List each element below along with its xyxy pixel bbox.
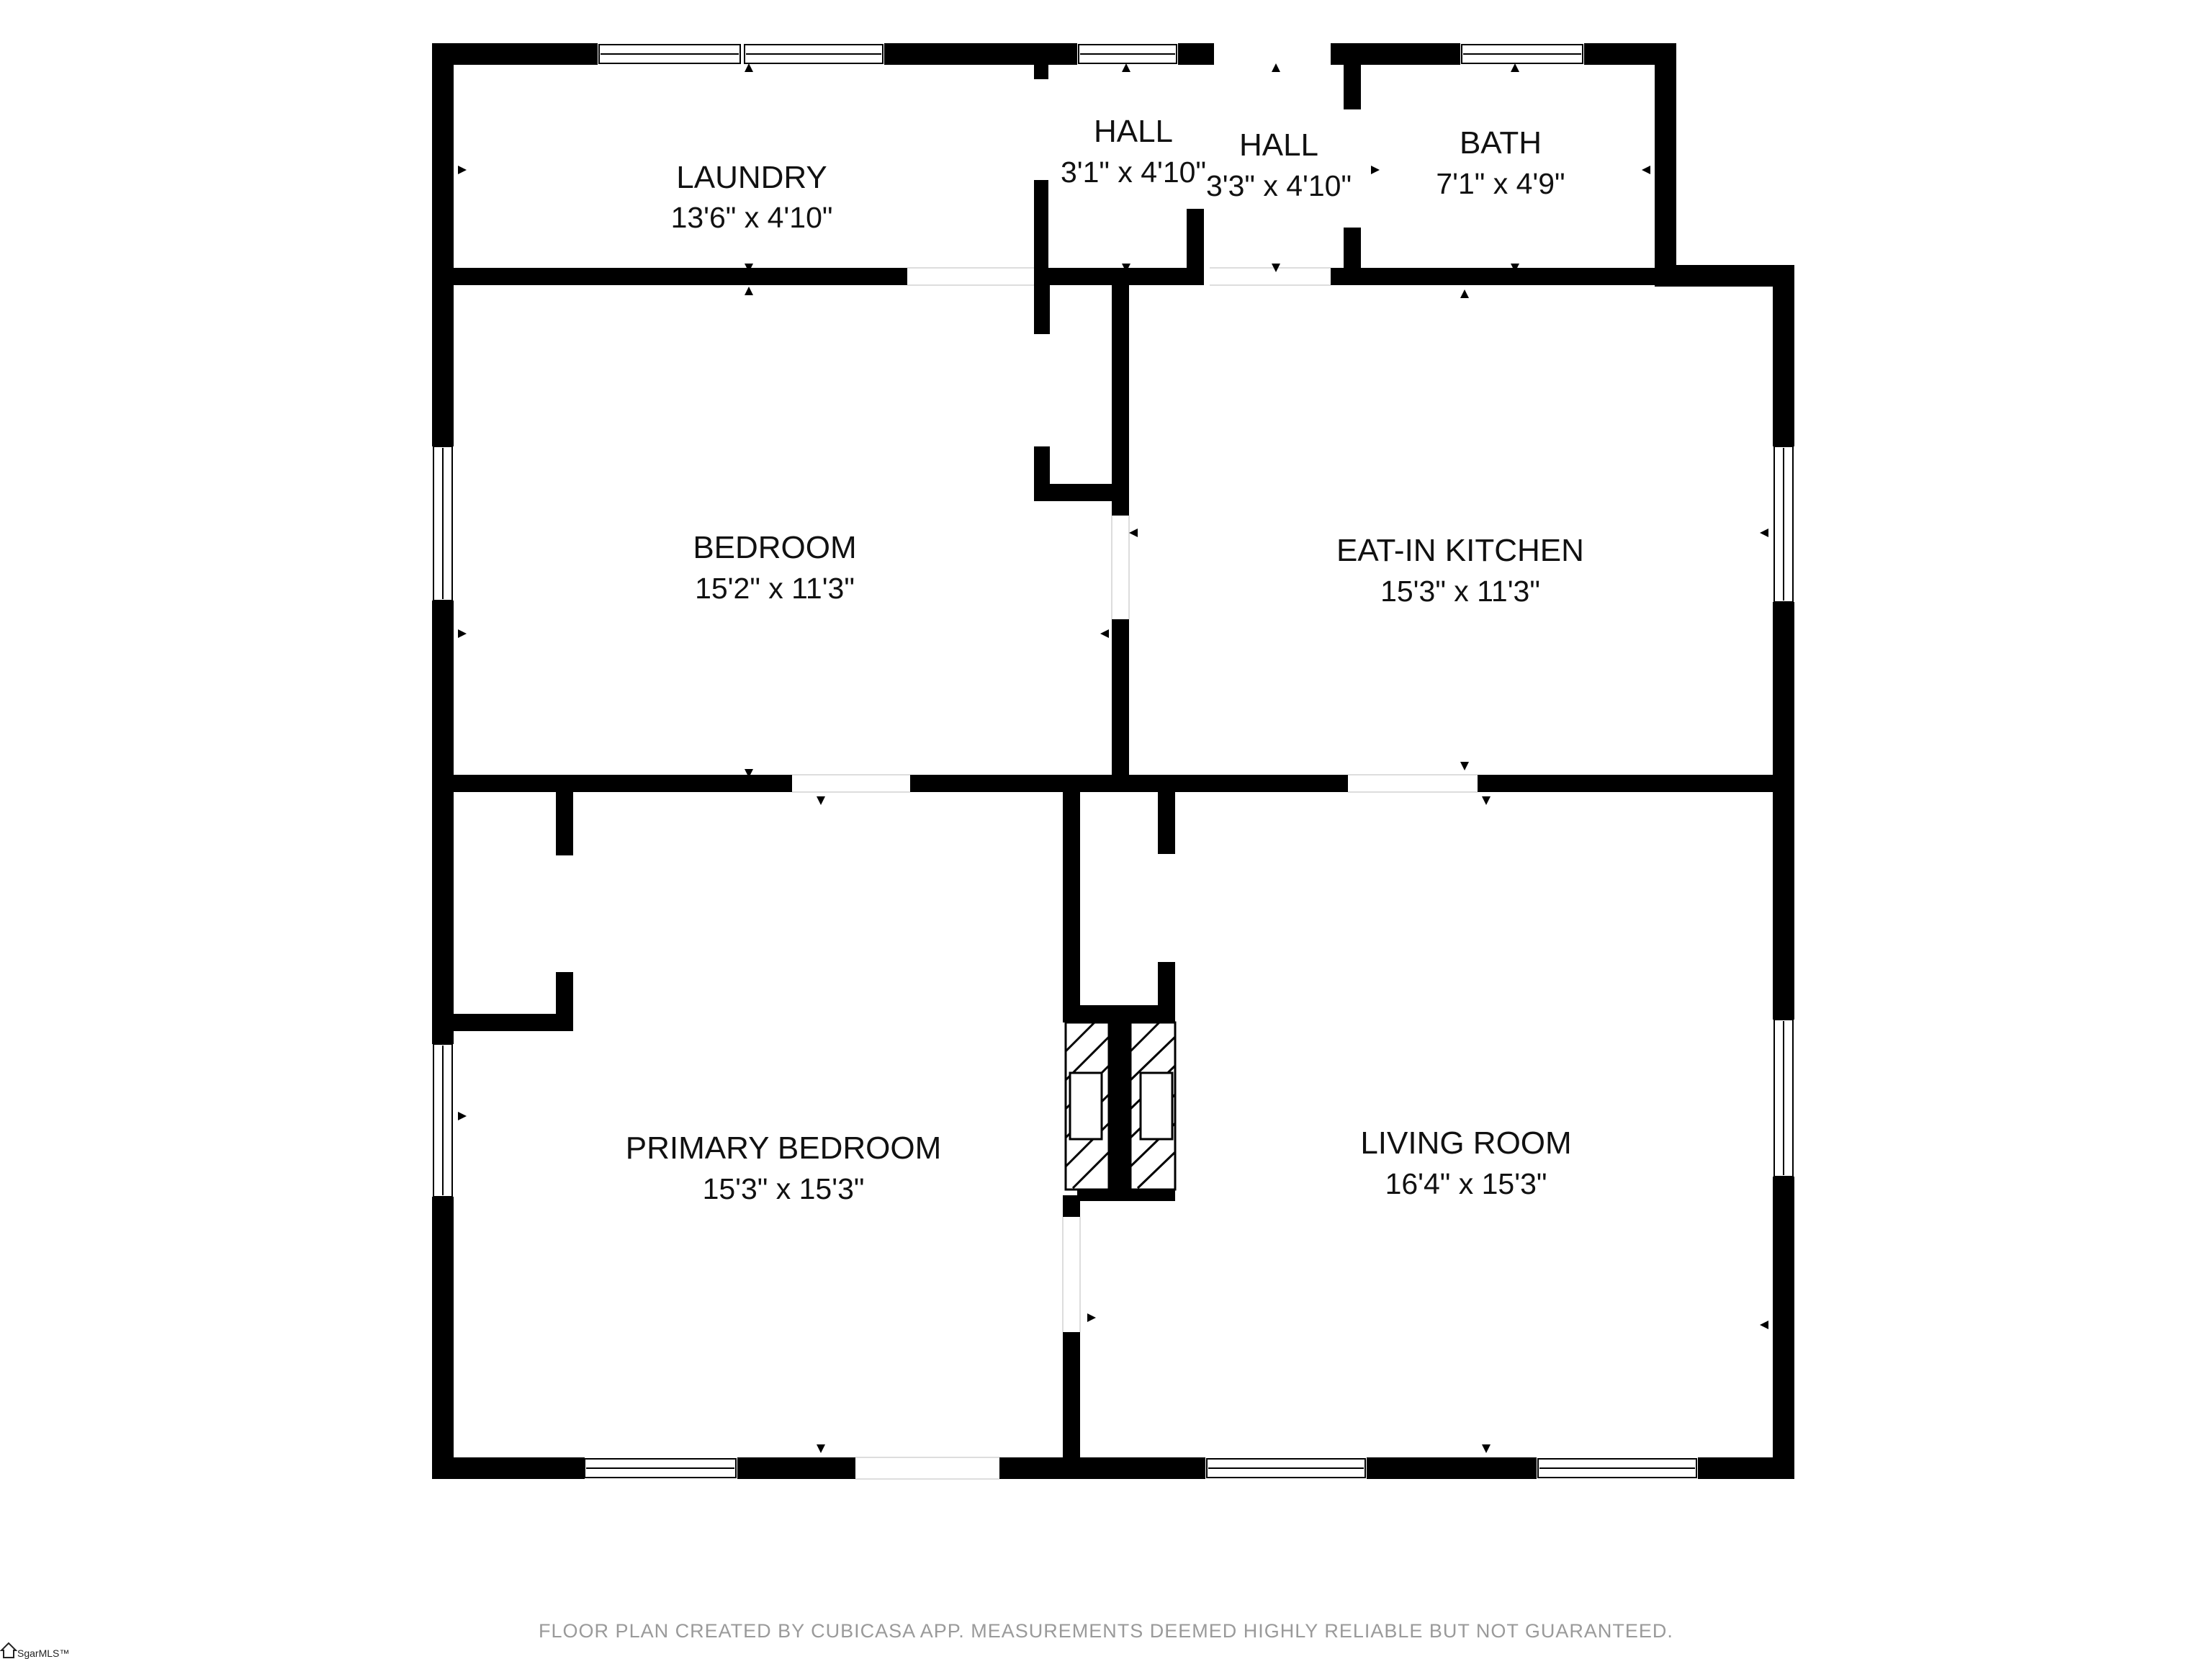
wall-right-lower [1773, 1177, 1794, 1479]
mls-logo: SgarMLS™ [0, 1633, 94, 1659]
walls [432, 43, 1794, 1479]
wall-left-mid [432, 601, 454, 1044]
wall-right-upper [1773, 265, 1794, 446]
wall-left-upper [432, 43, 454, 446]
wall-pantry-left-lower [1034, 446, 1050, 501]
wall-primary-living-upper [1063, 1195, 1080, 1217]
wall-closet2-right-lower [1158, 962, 1175, 1022]
wall-top-left [432, 43, 598, 65]
wall-closet-right-upper [556, 775, 573, 855]
room-label-primary-bedroom: PRIMARY BEDROOM [626, 1130, 941, 1166]
wall-bath-left-upper [1344, 43, 1361, 109]
wall-closet-right-lower [556, 972, 573, 1031]
wall-bath-right [1655, 43, 1676, 274]
room-dims-bedroom: 15'2" x 11'3" [695, 572, 855, 605]
house-icon [0, 1642, 17, 1658]
wall-left-lower [432, 1197, 454, 1479]
wall-kitchen-top-right [1655, 265, 1793, 287]
room-label-bedroom: BEDROOM [693, 530, 856, 565]
wall-closet2-right-upper [1158, 775, 1175, 854]
wall-primary-living-lower [1063, 1332, 1080, 1479]
wall-bottom-3 [999, 1457, 1205, 1479]
wall-mid-3 [1478, 775, 1794, 792]
wall-laundry-bottom [432, 268, 907, 285]
wall-hall-bottom [1034, 268, 1195, 285]
disclaimer-text: FLOOR PLAN CREATED BY CUBICASA APP. MEAS… [539, 1620, 1673, 1642]
room-label-hall-2: HALL [1239, 127, 1318, 163]
wall-fireplace-base [1077, 1188, 1175, 1201]
wall-bottom-5 [1698, 1457, 1794, 1479]
room-label-living-room: LIVING ROOM [1360, 1125, 1571, 1161]
wall-bottom-1 [432, 1457, 585, 1479]
wall-bottom-2 [737, 1457, 855, 1479]
wall-hall-left-lower [1034, 180, 1048, 285]
wall-pantry-right [1112, 285, 1129, 516]
room-dims-eat-in-kitchen: 15'3" x 11'3" [1380, 575, 1540, 608]
firebox-left [1069, 1071, 1103, 1141]
room-label-hall-1: HALL [1094, 114, 1173, 149]
wall-mid-1 [432, 775, 792, 792]
wall-closet2-bottom [1063, 1005, 1175, 1022]
wall-hall2-bottom [1331, 268, 1662, 285]
wall-pantry-left-upper [1034, 285, 1050, 334]
room-dims-primary-bedroom: 15'3" x 15'3" [703, 1172, 865, 1205]
room-dims-bath: 7'1" x 4'9" [1436, 167, 1565, 200]
room-label-bath: BATH [1460, 125, 1542, 161]
door-openings [792, 267, 1478, 1480]
wall-fireplace-left [1063, 775, 1080, 1022]
room-dims-hall-2: 3'3" x 4'10" [1206, 169, 1352, 202]
wall-hall-left-upper [1034, 43, 1048, 79]
room-label-laundry: LAUNDRY [676, 160, 827, 195]
wall-bottom-4 [1367, 1457, 1537, 1479]
room-dims-laundry: 13'6" x 4'10" [671, 201, 833, 234]
mls-logo-text: SgarMLS™ [17, 1647, 70, 1659]
room-labels: LAUNDRY 13'6" x 4'10" HALL 3'1" x 4'10" … [626, 114, 1584, 1205]
wall-closet-bottom [432, 1014, 573, 1031]
wall-right-mid [1773, 602, 1794, 1020]
wall-hall-mid [1187, 209, 1204, 285]
room-dims-hall-1: 3'1" x 4'10" [1061, 156, 1206, 189]
wall-bed-kitchen [1112, 619, 1129, 792]
wall-top-hall [1178, 43, 1214, 65]
measurement-markers [458, 63, 1768, 1453]
firebox-right [1139, 1071, 1174, 1141]
wall-bath-left-lower [1344, 228, 1361, 285]
wall-fireplace-center [1109, 1022, 1130, 1190]
fireplace [1064, 1021, 1177, 1191]
room-dims-living-room: 16'4" x 15'3" [1385, 1167, 1547, 1200]
room-label-eat-in-kitchen: EAT-IN KITCHEN [1336, 533, 1584, 568]
